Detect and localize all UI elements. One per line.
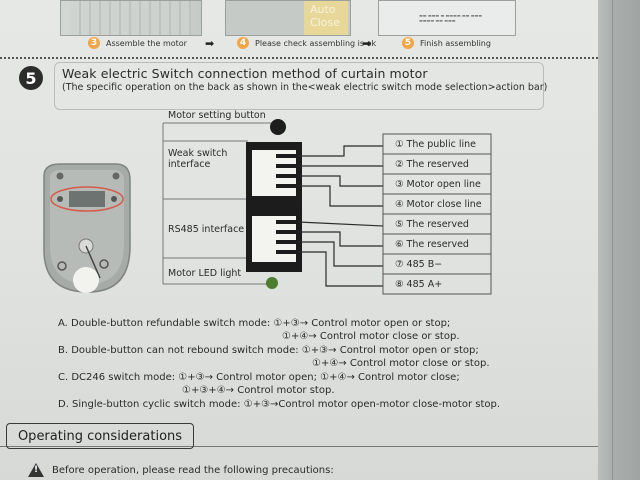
mode-a-line2: ①+④→ Control motor close or stop. bbox=[282, 331, 460, 342]
mode-c-line1: C. DC246 switch mode: ①+③→ Control motor… bbox=[58, 372, 460, 383]
terminal-2-label: ② The reserved bbox=[395, 158, 469, 170]
operating-considerations-heading: Operating considerations bbox=[6, 423, 194, 449]
precaution-line: ! Before operation, please read the foll… bbox=[28, 463, 334, 477]
step-5: 5 Finish assembling bbox=[402, 37, 491, 49]
step-4: 4 Please check assembling is ok bbox=[237, 37, 376, 49]
motor-end-cap-illustration bbox=[43, 163, 131, 293]
section-heading-box bbox=[54, 62, 544, 110]
photo-check-assembling: Auto Close bbox=[225, 0, 351, 36]
mode-b-line2: ①+④→ Control motor close or stop. bbox=[312, 358, 490, 369]
step-4-label: Please check assembling is ok bbox=[255, 38, 377, 48]
photo-finish-assembling: ▬▬ ▬▬▬ ▬ ▬▬▬▬ ▬▬ ▬▬▬ ▬▬▬▬ ▬▬ ▬▬▬ bbox=[378, 0, 516, 36]
terminal-5-label: ⑤ The reserved bbox=[395, 218, 469, 230]
step-arrow-2: ➡ bbox=[362, 37, 372, 50]
wiring-diagram bbox=[43, 119, 492, 295]
motor-setting-button-dot bbox=[270, 119, 286, 135]
manual-page: Auto Close ▬▬ ▬▬▬ ▬ ▬▬▬▬ ▬▬ ▬▬▬ ▬▬▬▬ ▬▬ … bbox=[0, 0, 598, 480]
step-3: 3 Assemble the motor bbox=[88, 37, 187, 49]
motor-led-light-label: Motor LED light bbox=[168, 268, 242, 279]
rs485-interface-label: RS485 interface bbox=[168, 224, 245, 235]
motor-setting-button-label: Motor setting button bbox=[168, 110, 266, 121]
weak-switch-interface-label-line2: interface bbox=[168, 159, 211, 170]
step-5-number: 5 bbox=[402, 37, 414, 49]
step-5-label: Finish assembling bbox=[420, 38, 491, 48]
section-title: Weak electric Switch connection method o… bbox=[62, 66, 428, 81]
terminal-3-label: ③ Motor open line bbox=[395, 178, 481, 190]
terminal-7-label: ⑦ 485 B− bbox=[395, 258, 443, 270]
weak-switch-interface-label-line1: Weak switch bbox=[168, 148, 228, 159]
wiring-lines bbox=[297, 145, 384, 287]
step-3-number: 3 bbox=[88, 37, 100, 49]
step-arrow-1: ➡ bbox=[205, 37, 215, 50]
warning-icon: ! bbox=[28, 463, 44, 477]
motor-led-dot bbox=[266, 277, 278, 289]
connector-block bbox=[246, 142, 302, 272]
photo-assemble-motor bbox=[60, 0, 202, 36]
label-frame bbox=[162, 122, 278, 285]
terminal-4-label: ④ Motor close line bbox=[395, 198, 482, 210]
next-page-edge bbox=[598, 0, 640, 480]
terminal-8-label: ⑧ 485 A+ bbox=[395, 278, 443, 290]
photo-auto-close-text: Auto Close bbox=[310, 3, 340, 29]
mode-b-line1: B. Double-button can not rebound switch … bbox=[58, 345, 479, 356]
precaution-text: Before operation, please read the follow… bbox=[52, 464, 334, 476]
section-subtitle: (The specific operation on the back as s… bbox=[62, 82, 548, 93]
terminal-1-label: ① The public line bbox=[395, 138, 476, 150]
section-number-badge: 5 bbox=[19, 66, 43, 90]
mode-a-line1: A. Double-button refundable switch mode:… bbox=[58, 318, 451, 329]
mode-c-line2: ①+③+④→ Control motor stop. bbox=[182, 385, 335, 396]
terminal-table bbox=[382, 133, 492, 295]
step-4-number: 4 bbox=[237, 37, 249, 49]
terminal-6-label: ⑥ The reserved bbox=[395, 238, 469, 250]
step-3-label: Assemble the motor bbox=[106, 38, 187, 48]
operating-divider bbox=[0, 446, 598, 447]
section-divider bbox=[0, 57, 598, 59]
mode-d: D. Single-button cyclic switch mode: ①+③… bbox=[58, 399, 501, 410]
